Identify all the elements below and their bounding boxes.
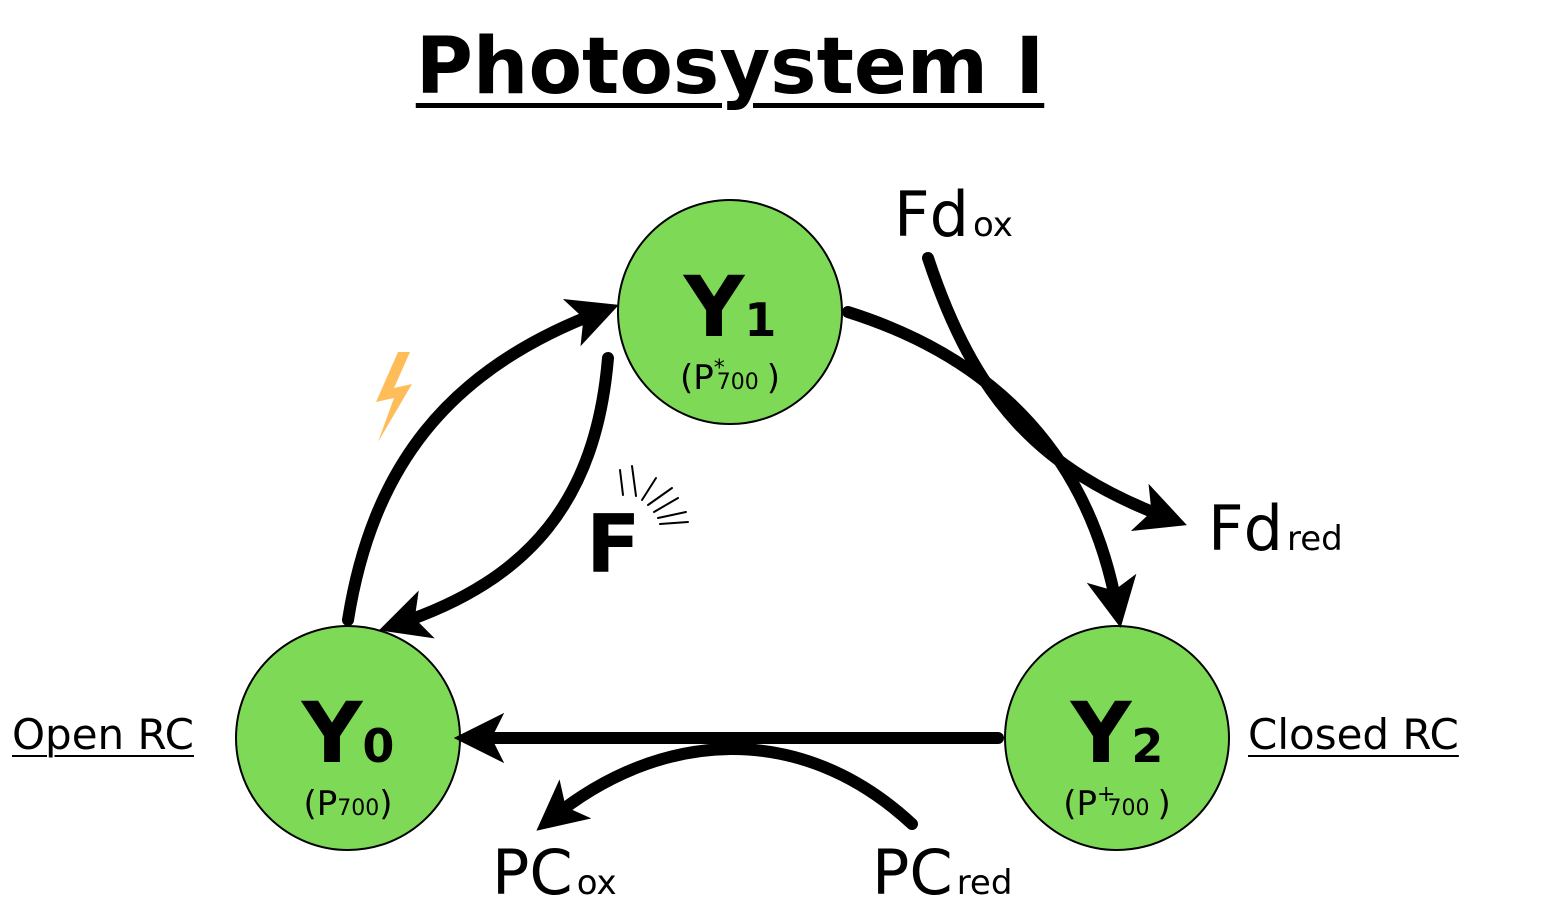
state-name: Y [301, 684, 363, 782]
pigment-sub: 700 [716, 370, 759, 395]
pigment-name: P [693, 358, 714, 398]
arrow-y1-to-y0 [378, 352, 614, 639]
page-title: Photosystem I [415, 22, 1045, 112]
species-sub: ox [973, 205, 1013, 245]
state-index: 1 [744, 293, 777, 347]
species-sub: ox [576, 863, 617, 903]
state-index: 2 [1131, 719, 1164, 773]
species-sub: red [956, 863, 1013, 903]
arrow-fdox-to-fdred [922, 252, 1187, 531]
species-base: Fd [894, 178, 970, 251]
species-sub: red [1287, 519, 1343, 559]
pigment-label-y1: (P*700) [679, 356, 781, 398]
pigment-label-y0: (P700) [303, 784, 393, 824]
pigment-name: P [316, 784, 338, 824]
lightning-icon [376, 352, 412, 442]
species-base: PC [492, 836, 573, 909]
species-base: Fd [1208, 492, 1284, 565]
pigment-sup: * [713, 356, 725, 381]
closed-rc-label: Closed RC [1248, 710, 1459, 759]
open-rc-label: Open RC [12, 710, 194, 759]
state-name: Y [1070, 684, 1132, 782]
species-base: PC [872, 836, 953, 909]
fluorescence-label: F [586, 498, 641, 591]
pigment-sup: + [1097, 782, 1116, 807]
state-label-y2: Y2 [1017, 684, 1217, 782]
fluorescence-rays-icon [619, 465, 689, 525]
pigment-sub: 700 [1107, 796, 1150, 821]
arrow-y0-to-y1 [342, 299, 619, 626]
state-index: 0 [362, 719, 395, 773]
arrow-pcred-to-pcox [536, 743, 918, 831]
state-label-y1: Y1 [630, 258, 830, 356]
arrow-y1-to-y2 [842, 306, 1137, 628]
state-label-y0: Y0 [248, 684, 448, 782]
pigment-label-y2: (P+700) [1063, 782, 1171, 824]
pigment-sub: 700 [337, 796, 380, 821]
state-name: Y [683, 258, 745, 356]
pigment-name: P [1076, 784, 1098, 824]
